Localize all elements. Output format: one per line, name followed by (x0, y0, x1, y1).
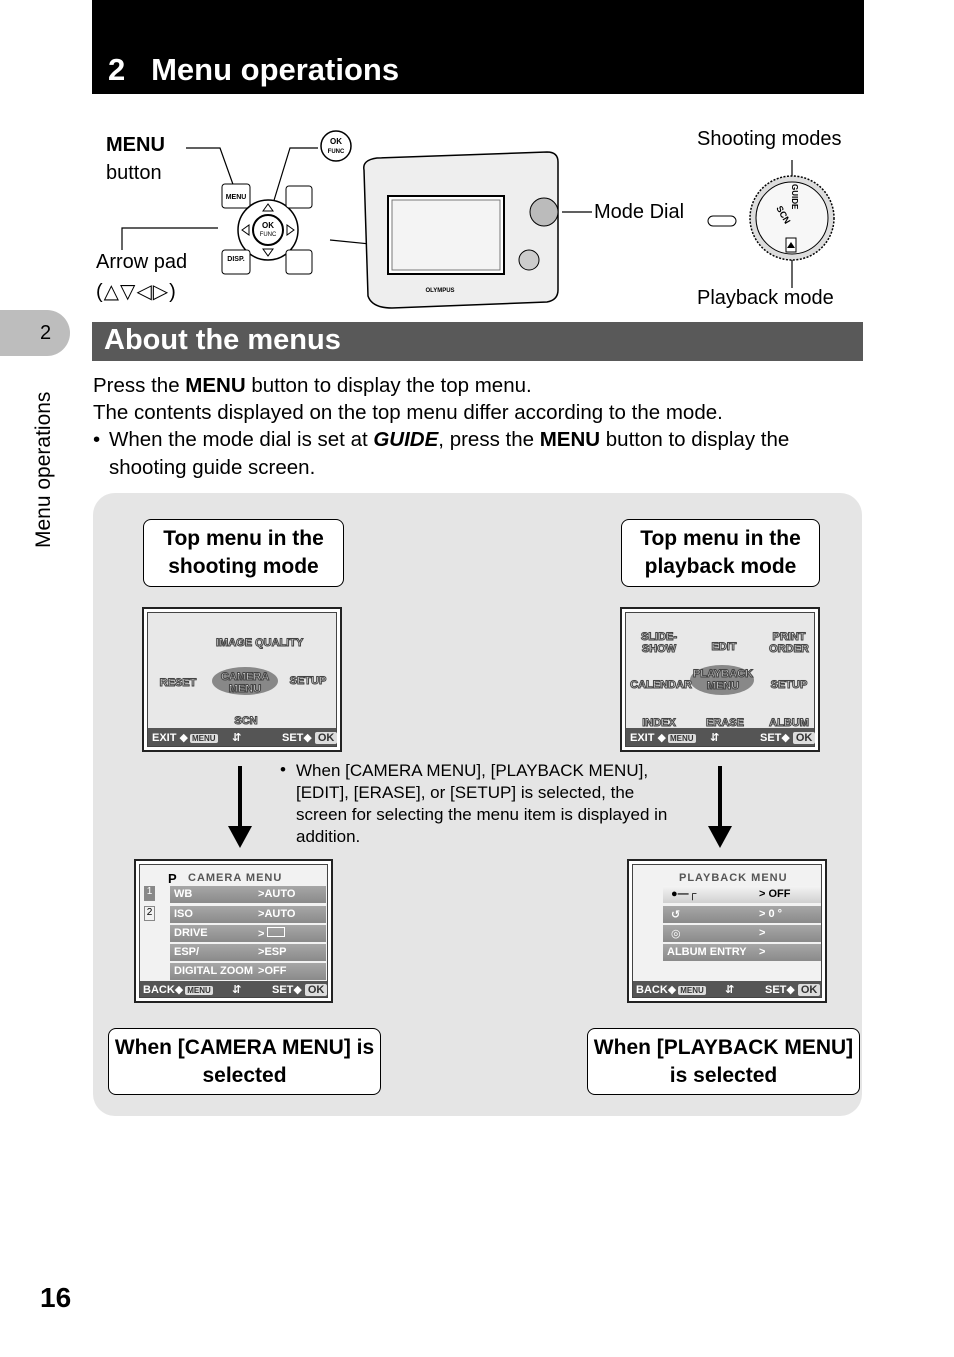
menu-row[interactable]: ↺> 0 ° (663, 906, 821, 923)
scroll-arrows-icon: ⇵ (710, 732, 720, 744)
screen-status-bar: BACK◆MENU ⇵ SET◆OK (633, 981, 821, 997)
microphone-icon: ◎ (671, 928, 681, 940)
section-bar (92, 322, 863, 361)
ok-icon: OK (330, 137, 342, 146)
mode-dial-label: Mode Dial (594, 201, 685, 223)
scroll-arrows-icon: ⇵ (232, 984, 242, 996)
protect-icon: ●—┌ (671, 888, 697, 900)
menu-row[interactable]: DIGITAL ZOOM>OFF (170, 963, 326, 980)
playback-top-menu-screen: SLIDE-SHOW EDIT PRINT ORDER PLAYBACK MEN… (620, 607, 820, 752)
intro-line-3: When the mode dial is set at GUIDE, pres… (109, 428, 790, 451)
menu-row[interactable]: ALBUM ENTRY> (663, 944, 821, 961)
label-shooting-top-menu: Top menu in the shooting mode (143, 519, 344, 587)
shooting-top-menu-screen: IMAGE QUALITY CAMERA MENU RESET SETUP SC… (142, 607, 342, 752)
chapter-tab-number: 2 (40, 322, 52, 344)
svg-text:MENU: MENU (226, 194, 247, 201)
album-item[interactable]: ALBUM (769, 717, 810, 730)
menu-row[interactable]: ◎> (663, 925, 821, 942)
setup-item[interactable]: SETUP (770, 679, 808, 692)
arrow-down-right-tip (708, 826, 732, 848)
menu-row[interactable]: DRIVE> (170, 925, 326, 942)
page-tab-2[interactable]: 2 (144, 906, 155, 921)
note-text: When [CAMERA MENU], [PLAYBACK MENU], [ED… (296, 761, 668, 846)
erase-item[interactable]: ERASE (706, 717, 745, 730)
menu-button-label: MENU (106, 134, 165, 156)
arrow-down-right (718, 766, 722, 828)
diagram-panel (93, 493, 862, 1116)
chapter-title: 2 Menu operations (108, 52, 400, 87)
note-bullet: • (280, 760, 286, 779)
page-tab-1[interactable]: 1 (144, 886, 155, 901)
screen-title: PLAYBACK MENU (679, 872, 788, 884)
image-quality-item[interactable]: IMAGE QUALITY (216, 637, 304, 650)
screen-status-bar: EXIT ◆MENU ⇵ SET◆OK (148, 728, 338, 746)
label-playback-menu-selected: When [PLAYBACK MENU] is selected (587, 1028, 860, 1095)
svg-text:GUIDE: GUIDE (790, 184, 799, 210)
screen-status-bar: EXIT ◆MENU ⇵ SET◆OK (626, 728, 816, 746)
playback-menu-item[interactable]: PLAYBACK MENU (692, 668, 754, 693)
camera-menu-screen: P CAMERA MENU 1 2 WB>AUTO ISO>AUTO DRIVE… (134, 859, 333, 1003)
camera-menu-item[interactable]: CAMERA MENU (220, 671, 270, 696)
playback-menu-screen: PLAYBACK MENU ●—┌> OFF ↺> 0 ° ◎> ALBUM E… (627, 859, 827, 1003)
print-order-item[interactable]: PRINT ORDER (769, 631, 810, 656)
shooting-modes-label: Shooting modes (697, 128, 842, 150)
calendar-item[interactable]: CALENDAR (630, 679, 693, 692)
intro-bullet: • (93, 428, 101, 451)
svg-text:OK: OK (262, 221, 274, 230)
playback-menu-highlight (690, 665, 754, 695)
arrow-pad-label: Arrow pad (96, 251, 188, 273)
svg-text:FUNC: FUNC (260, 232, 277, 238)
intro-line-4: shooting guide screen. (109, 456, 316, 479)
brand-logo: OLYMPUS (425, 288, 454, 294)
svg-text:DISP.: DISP. (227, 256, 244, 263)
button-label: button (106, 162, 162, 184)
menu-row[interactable]: ●—┌> OFF (663, 886, 821, 903)
section-title: About the menus (104, 324, 341, 356)
scroll-arrows-icon: ⇵ (232, 732, 242, 744)
arrow-down-left-tip (228, 826, 252, 848)
camera-illustration: OK FUNC MENU OK FUNC DISP. OLYMPUS SCN G… (121, 130, 835, 309)
chapter-header (92, 0, 864, 94)
arrow-pad-symbols: (△▽◁▷) (96, 281, 177, 303)
page-number: 16 (40, 1282, 72, 1313)
label-camera-menu-selected: When [CAMERA MENU] is selected (108, 1028, 381, 1095)
menu-row[interactable]: WB>AUTO (170, 886, 326, 903)
playback-mode-label: Playback mode (697, 287, 834, 309)
setup-item[interactable]: SETUP (289, 675, 327, 688)
intro-line-2: The contents displayed on the top menu d… (93, 401, 723, 424)
scroll-arrows-icon: ⇵ (725, 984, 735, 996)
edit-item[interactable]: EDIT (711, 641, 737, 654)
chapter-tab (0, 310, 70, 356)
label-playback-top-menu: Top menu in the playback mode (621, 519, 820, 587)
camera-menu-highlight (212, 667, 278, 695)
menu-row[interactable]: ESP/>ESP (170, 944, 326, 961)
chapter-side-label: Menu operations (32, 391, 55, 548)
menu-row[interactable]: ISO>AUTO (170, 906, 326, 923)
reset-item[interactable]: RESET (159, 677, 197, 690)
scn-item[interactable]: SCN (234, 715, 258, 728)
func-icon: FUNC (328, 149, 345, 155)
screen-status-bar: BACK◆MENU ⇵ SET◆OK (140, 981, 328, 997)
slide-show-item[interactable]: SLIDE-SHOW (640, 631, 678, 656)
index-item[interactable]: INDEX (642, 717, 677, 730)
rotate-icon: ↺ (671, 909, 681, 921)
intro-line-1: Press the MENU button to display the top… (93, 374, 532, 397)
arrow-down-left (238, 766, 242, 828)
screen-title: CAMERA MENU (188, 872, 283, 884)
